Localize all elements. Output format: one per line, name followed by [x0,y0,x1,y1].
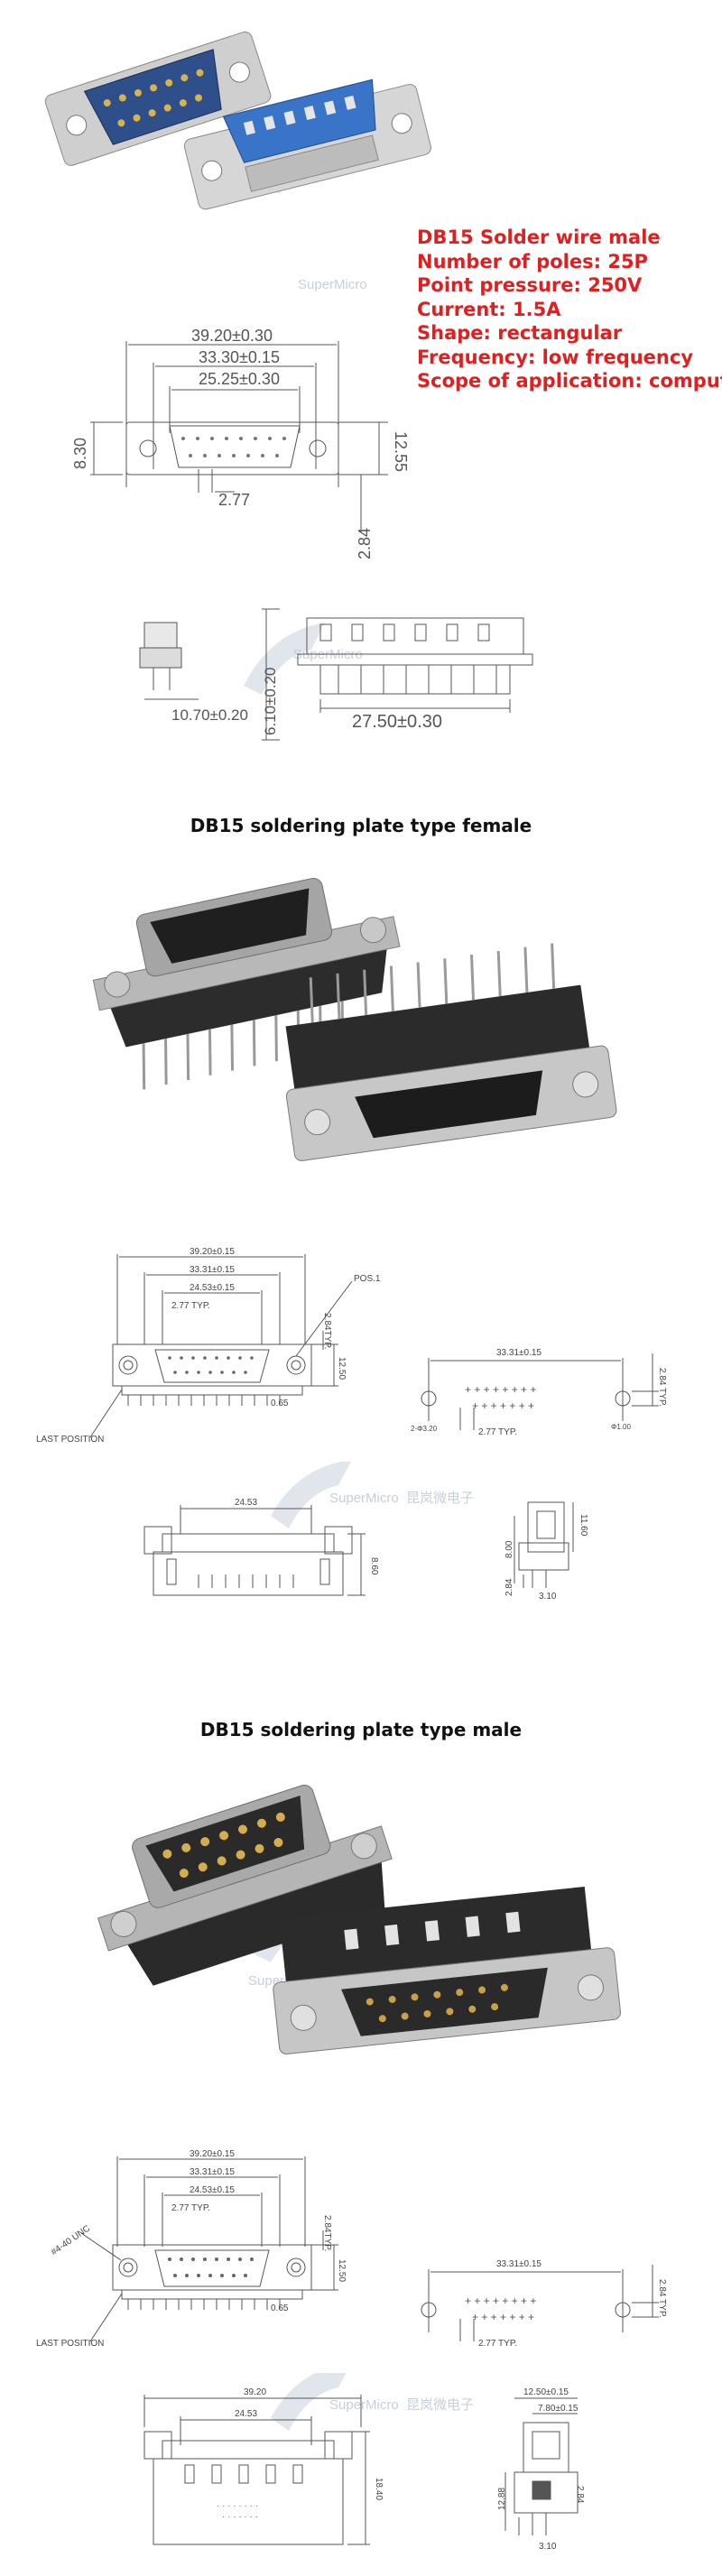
dim-d1-pitch: 2.77 [218,491,250,509]
watermark-cn-3: 昆岚微电子 [406,1491,474,1506]
dim-d3-side-a: 12.50±0.15 [523,2387,569,2397]
dim-d3-pcb-w: 33.31±0.15 [496,2259,542,2269]
dim-d2-pcb-pin: Φ1.00 [611,1423,632,1431]
svg-text:· · · · · · ·: · · · · · · · [222,2512,258,2522]
drawing-side-back-male: SuperMicro 10.70±0.20 6.10±0.20 27.50±0.… [139,608,533,741]
dim-d3-h1: 2.84TYP. [322,2215,332,2251]
svg-text:+ + + + + + +: + + + + + + + [472,2311,534,2323]
dim-d2-w-outer: 39.20±0.15 [190,1247,235,1257]
dim-d3-w-outer: 39.20±0.15 [190,2149,235,2159]
spec-frequency: Frequency: low frequency [417,346,694,368]
spec-pressure: Point pressure: 250V [417,274,643,296]
watermark-brand: SuperMicro [298,277,367,292]
dim-d2-pcb-h: 2.84 TYP. [657,1368,667,1407]
label-d3-last: LAST POSITION [36,2339,104,2349]
drawing-pcb-male: + + + + + + + + + + + + + + + 33.31±0.15… [421,2259,667,2349]
dim-d1-depth: 2.84 [356,528,374,559]
dim-d2-side-b: 8.00 [504,1540,514,1558]
watermark-cn-5: 昆岚微电子 [406,2397,474,2413]
svg-text:+ + + + + + +: + + + + + + + [472,1399,534,1412]
svg-text:+ + + + + + + +: + + + + + + + + [465,1383,536,1396]
heading-female: DB15 soldering plate type female [190,815,532,836]
drawing-front-female: 39.20±0.15 33.31±0.15 24.53±0.15 2.77 TY… [36,1247,381,1445]
dim-d2-side-d: 3.10 [539,1592,557,1602]
dim-d1-w-outer: 39.20±0.30 [191,327,273,345]
dim-d3-h2: 12.50 [337,2259,347,2282]
dim-d2-pitch: 2.77 TYP. [171,1301,210,1311]
svg-text:· · · · · · · ·: · · · · · · · · [217,2501,258,2511]
dim-d3-offset: 0.65 [271,2304,289,2313]
watermark-brand-5: SuperMicro [329,2397,399,2413]
dim-d2-offset: 0.65 [271,1399,289,1408]
label-d3-unc: #4-40 UNC [50,2223,92,2257]
dim-d3-bot-h: 18.40 [374,2478,384,2500]
label-d2-pos: POS.1 [354,1274,381,1284]
dim-d3-pcb-pitch: 2.77 TYP. [478,2339,517,2349]
dim-d2-pcb-hole: 2-Φ3.20 [411,1425,438,1433]
dim-d1-side-w: 10.70±0.20 [171,706,248,724]
drawing-bottom-side-male: SuperMicro 昆岚微电子 · · · · · · · ·· · · · … [143,2373,585,2552]
spec-list: DB15 Solder wire male Number of poles: 2… [417,226,722,393]
dim-d3-side-c: 12.88 [497,2488,507,2510]
spec-current: Current: 1.5A [417,298,561,320]
drawing-bottom-side-female: SuperMicro 昆岚微电子 24.53 8.60 11.60 8.00 2… [143,1462,588,1602]
dim-d3-side-b: 7.80±0.15 [538,2404,579,2414]
dim-d1-h-left: 8.30 [71,438,89,469]
dim-d2-side-c: 2.84 [504,1578,514,1596]
dim-d3-pcb-h: 2.84 TYP. [657,2279,667,2318]
watermark-brand-3: SuperMicro [329,1491,399,1506]
dim-d1-side-h: 6.10±0.20 [262,667,279,735]
dim-d3-bot-w2: 24.53 [235,2409,257,2419]
spec-shape: Shape: rectangular [417,322,623,344]
product-photo-female [92,877,617,1161]
dim-d1-w-mid: 33.30±0.15 [199,348,280,366]
spec-scope: Scope of application: computer [417,370,722,392]
dim-d2-h2: 12.50 [337,1357,347,1380]
drawing-front-male-pcb: 39.20±0.15 33.31±0.15 24.53±0.15 2.77 TY… [36,2149,347,2349]
drawing-front-male: 39.20±0.30 33.30±0.15 25.25±0.30 8.30 12… [71,327,410,559]
dim-d2-bot-h: 8.60 [369,1557,379,1575]
dim-d2-w-mid: 33.31±0.15 [190,1265,235,1275]
dim-d2-pcb-pitch: 2.77 TYP. [478,1427,517,1437]
dim-d2-w-inner: 24.53±0.15 [190,1283,235,1293]
drawing-pcb-female: + + + + + + + + + + + + + + + 33.31±0.15… [411,1348,667,1437]
dim-d2-pcb-w: 33.31±0.15 [496,1348,542,1358]
dim-d1-back-w: 27.50±0.30 [352,712,442,732]
dim-d3-side-d: 2.84 [575,2486,585,2504]
spec-title: DB15 Solder wire male [417,226,661,248]
dim-d3-pitch: 2.77 TYP. [171,2203,210,2213]
product-photo-male: SuperMicro [97,1785,621,2054]
label-d2-last: LAST POSITION [36,1435,104,1445]
dim-d1-h-right: 12.55 [392,431,410,472]
dim-d3-side-e: 3.10 [539,2542,557,2552]
watermark-1: SuperMicro [298,277,367,292]
heading-male: DB15 soldering plate type male [199,1719,523,1740]
product-photo-solder-male [44,31,431,210]
dim-d3-w-mid: 33.31±0.15 [190,2167,235,2177]
svg-text:+ + + + + + + +: + + + + + + + + [465,2294,536,2307]
dim-d2-bot-w: 24.53 [235,1498,257,1508]
dim-d2-h1: 2.84TYP. [322,1313,332,1349]
spec-poles: Number of poles: 25P [417,250,648,272]
dim-d1-w-inner: 25.25±0.30 [199,370,280,388]
dim-d2-side-a: 11.60 [579,1514,588,1537]
dim-d3-bot-w1: 39.20 [244,2387,266,2397]
dim-d3-w-inner: 24.53±0.15 [190,2185,235,2195]
